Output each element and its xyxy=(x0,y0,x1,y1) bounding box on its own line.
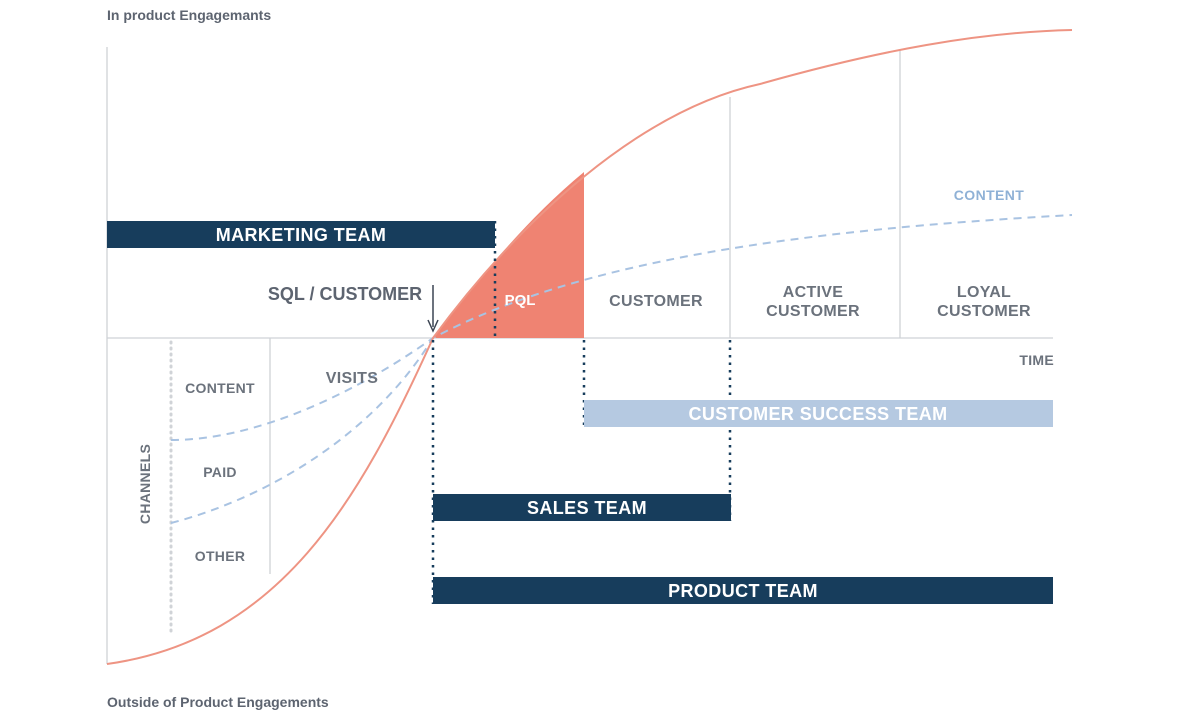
stage-customer-label: CUSTOMER xyxy=(609,293,703,310)
sql-customer-label: SQL / CUSTOMER xyxy=(268,284,422,304)
visits-label: VISITS xyxy=(326,370,379,387)
pql-label: PQL xyxy=(505,292,536,309)
channel-content-label: CONTENT xyxy=(185,380,255,396)
marketing-team-label: MARKETING TEAM xyxy=(216,225,387,245)
customer-success-team-bar: CUSTOMER SUCCESS TEAM xyxy=(584,400,1053,427)
pql-region xyxy=(433,172,584,338)
time-axis-label: TIME xyxy=(1019,352,1054,368)
dashed-content-curves xyxy=(170,214,1073,524)
channel-paid-label: PAID xyxy=(203,464,237,480)
product-team-label: PRODUCT TEAM xyxy=(668,581,818,601)
customer-success-team-label: CUSTOMER SUCCESS TEAM xyxy=(688,404,947,424)
growth-curve xyxy=(106,29,1073,665)
sql-arrow-icon xyxy=(427,285,439,333)
stage-loyal-customer-line1: LOYAL xyxy=(957,284,1011,301)
content-curve xyxy=(170,214,1073,441)
stage-active-customer-line1: ACTIVE xyxy=(783,284,843,301)
marketing-team-bar: MARKETING TEAM xyxy=(107,221,495,248)
stage-loyal-customer-line2: CUSTOMER xyxy=(937,303,1031,320)
paid-curve xyxy=(170,337,434,524)
top-axis-caption: In product Engagemants xyxy=(107,7,271,23)
bottom-axis-caption: Outside of Product Engagements xyxy=(107,694,329,710)
content-curve-label: CONTENT xyxy=(954,187,1025,203)
channels-axis-label: CHANNELS xyxy=(137,444,153,524)
stage-active-customer-line2: CUSTOMER xyxy=(766,303,860,320)
dotted-guide-lines xyxy=(431,221,732,604)
sales-team-bar: SALES TEAM xyxy=(433,494,731,521)
sales-team-label: SALES TEAM xyxy=(527,498,647,518)
channel-other-label: OTHER xyxy=(195,548,246,564)
product-team-bar: PRODUCT TEAM xyxy=(433,577,1053,604)
grid-lines xyxy=(106,47,1053,664)
